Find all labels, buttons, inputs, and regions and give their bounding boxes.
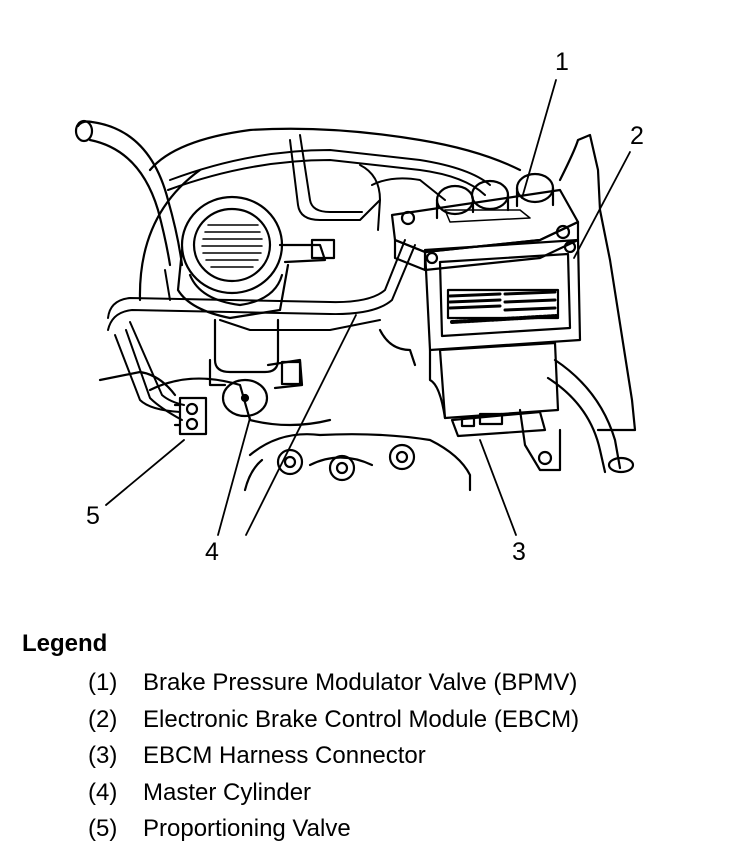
legend-item-text: Brake Pressure Modulator Valve (BPMV) — [143, 669, 578, 696]
leader-line-1 — [521, 79, 557, 199]
leader-line-5 — [105, 439, 185, 506]
legend-item-text: Electronic Brake Control Module (EBCM) — [143, 705, 580, 733]
brake-lines — [107, 134, 491, 421]
legend-item: (3) EBCM Harness Connector — [22, 743, 722, 780]
callout-5: 5 — [86, 502, 100, 530]
legend-item-number: (5) — [88, 815, 118, 842]
legend: Legend (1) Brake Pressure Modulator Valv… — [22, 630, 722, 853]
legend-item: (4) Master Cylinder — [22, 778, 722, 817]
legend-item-text: Proportioning Valve — [143, 815, 351, 842]
ebcm — [423, 238, 582, 352]
leader-line-4 — [217, 417, 251, 536]
proportioning-valve — [173, 396, 208, 436]
legend-item-number: (2) — [88, 705, 118, 733]
master-cylinder — [208, 318, 304, 418]
legend-item-number: (1) — [88, 669, 118, 696]
legend-item-number: (4) — [88, 778, 118, 806]
callout-1: 1 — [555, 48, 569, 76]
leader-line-2 — [573, 151, 631, 259]
ebcm-harness-connector — [428, 341, 562, 472]
master-cylinder-reservoir — [176, 195, 336, 320]
bpmv — [390, 172, 580, 272]
mount-studs — [276, 443, 416, 482]
abs-component-diagram — [74, 79, 637, 536]
callout-4: 4 — [205, 538, 219, 566]
legend-item-text: Master Cylinder — [143, 778, 312, 806]
legend-item: (5) Proportioning Valve — [22, 816, 722, 853]
legend-item-number: (3) — [88, 742, 118, 769]
legend-title: Legend — [22, 630, 108, 657]
legend-item: (1) Brake Pressure Modulator Valve (BPMV… — [22, 670, 722, 707]
callout-2: 2 — [630, 122, 644, 150]
radiator-hose — [546, 358, 635, 474]
leader-line-3 — [479, 439, 517, 536]
vacuum-hose — [74, 119, 184, 267]
leader-line-4b — [245, 314, 357, 536]
legend-item-text: EBCM Harness Connector — [143, 742, 426, 769]
callout-3: 3 — [512, 538, 526, 566]
legend-item: (2) Electronic Brake Control Module (EBC… — [22, 705, 722, 744]
leader-lines — [105, 79, 631, 536]
